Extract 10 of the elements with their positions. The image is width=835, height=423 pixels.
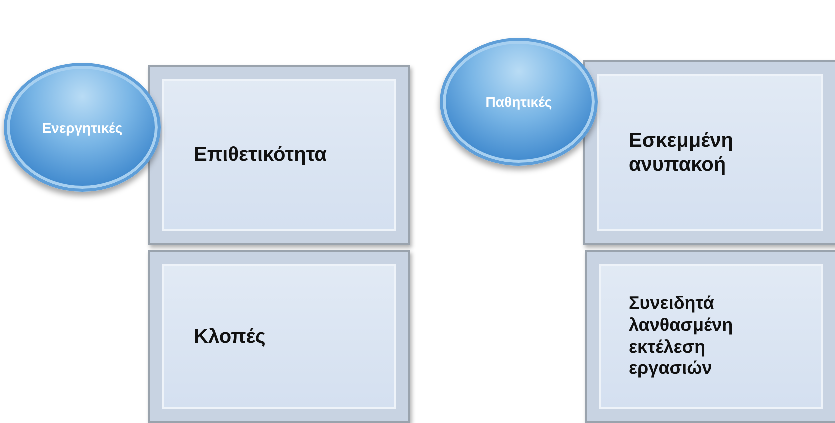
item-box [583, 60, 835, 245]
item-box [148, 65, 410, 245]
item-label: Επιθετικότητα [194, 143, 327, 167]
item-box [148, 250, 410, 423]
item-label: Κλοπές [194, 324, 266, 348]
category-label: Παθητικές [486, 94, 552, 110]
item-label: Συνειδητά λανθασμένη εκτέλεση εργασιών [629, 293, 734, 380]
category-label: Ενεργητικές [42, 120, 123, 136]
item-label: Εσκεμμένη ανυπακοή [629, 128, 735, 176]
item-box [585, 250, 835, 423]
